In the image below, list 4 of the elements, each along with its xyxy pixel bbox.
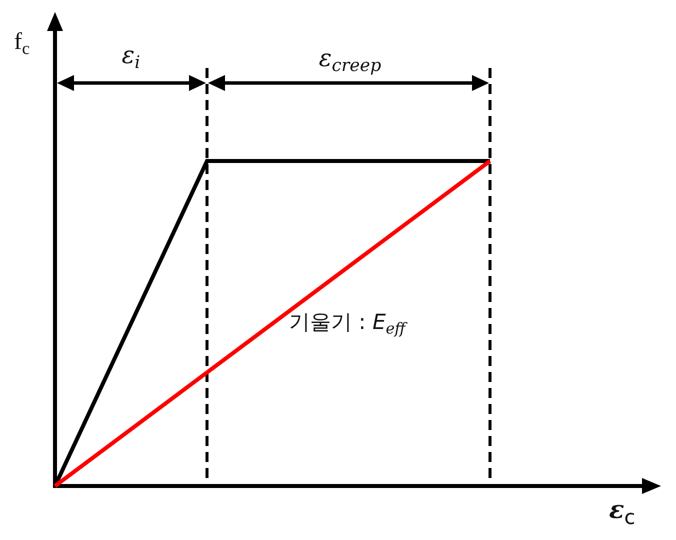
axis-label: ε$_{c}$ <box>609 496 636 524</box>
dimension-label: ε$_{i}$ <box>122 42 140 68</box>
axis-label: f$_{c}$ <box>14 29 30 56</box>
slope-label: 기울기 : E$_{eff}$ <box>289 311 406 334</box>
